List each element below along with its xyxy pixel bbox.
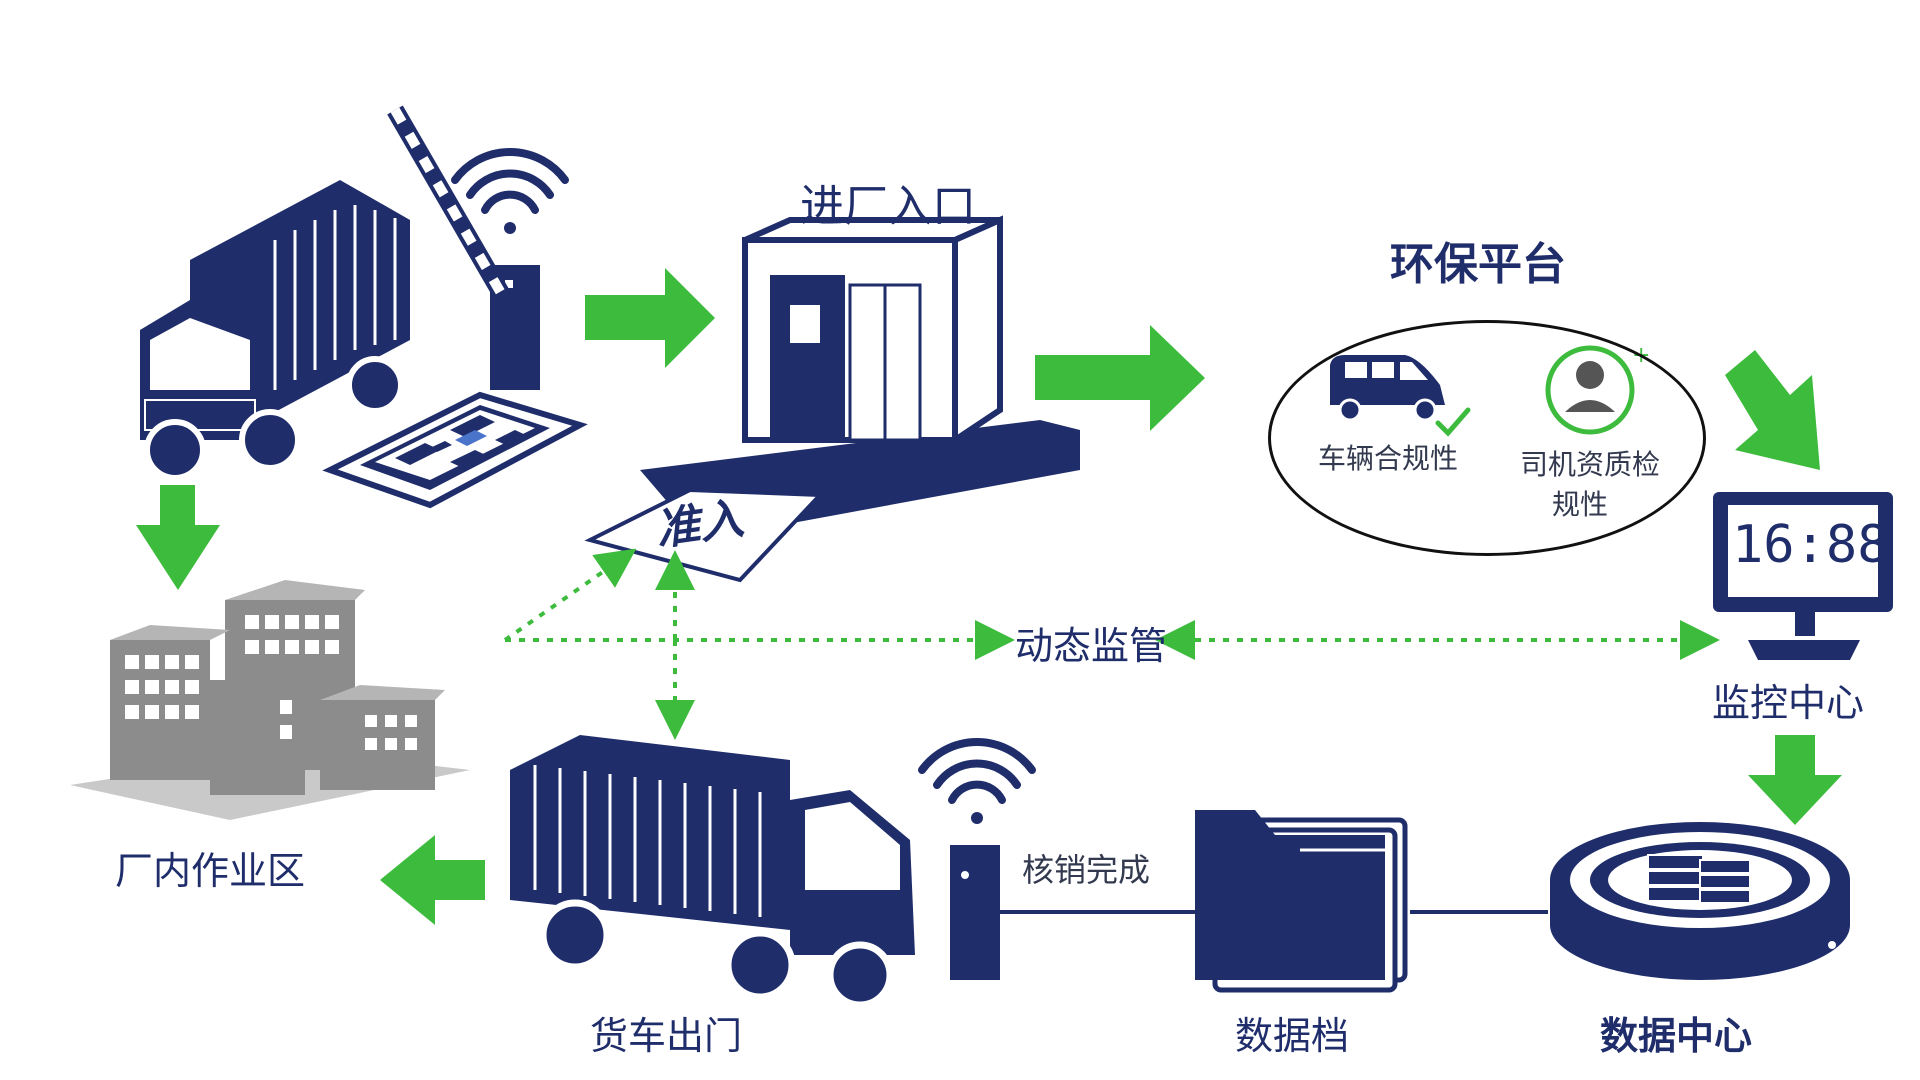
environmental-platform-ellipse (1268, 320, 1706, 556)
arrow-gate-to-entrance (585, 268, 715, 368)
monitor-center-label: 监控中心 (1712, 681, 1865, 725)
reader-post-icon (950, 845, 1000, 980)
vehicle-compliance-label: 车辆合规性 (1318, 442, 1459, 475)
truck-exiting-icon (510, 735, 915, 1009)
data-center-label: 数据中心 (1600, 1014, 1753, 1058)
monitor-icon (1713, 492, 1893, 660)
data-archive-label: 数据档 (1235, 1014, 1350, 1058)
entrance-label: 进厂入口 (800, 181, 976, 232)
dynamic-supervision-lines (503, 548, 1720, 740)
folder-icon (1195, 810, 1408, 993)
barrier-gate-icon (387, 105, 540, 390)
factory-entrance-icon (584, 215, 1080, 583)
wifi-signal-icon (451, 148, 569, 234)
factory-area-label: 厂内作业区 (115, 849, 306, 893)
driver-check-label-line1: 司机资质检 (1520, 448, 1661, 481)
flow-arrows (136, 268, 1842, 925)
arrow-exit-to-factory (380, 835, 485, 925)
arrow-entrance-to-platform (1035, 325, 1205, 431)
platform-title: 环保平台 (1390, 239, 1566, 290)
monitor-time-display: 16:88 (1732, 515, 1889, 575)
driver-check-label-line2: 规性 (1552, 488, 1609, 521)
verification-done-label: 核销完成 (1022, 851, 1151, 889)
arrow-truck-to-factory (136, 485, 220, 590)
truck-exit-label: 货车出门 (590, 1014, 743, 1058)
admit-label: 准入 (652, 493, 747, 556)
arrow-platform-to-monitor (1725, 350, 1820, 470)
arrow-monitor-to-datacenter (1748, 735, 1842, 825)
truck-entering-icon (140, 180, 410, 481)
qr-code-icon (322, 391, 588, 509)
wifi-signal-icon-bottom (918, 738, 1036, 824)
data-center-icon (1550, 822, 1850, 980)
dynamic-supervision-label: 动态监管 (1015, 624, 1168, 668)
factory-buildings-icon (70, 580, 470, 820)
